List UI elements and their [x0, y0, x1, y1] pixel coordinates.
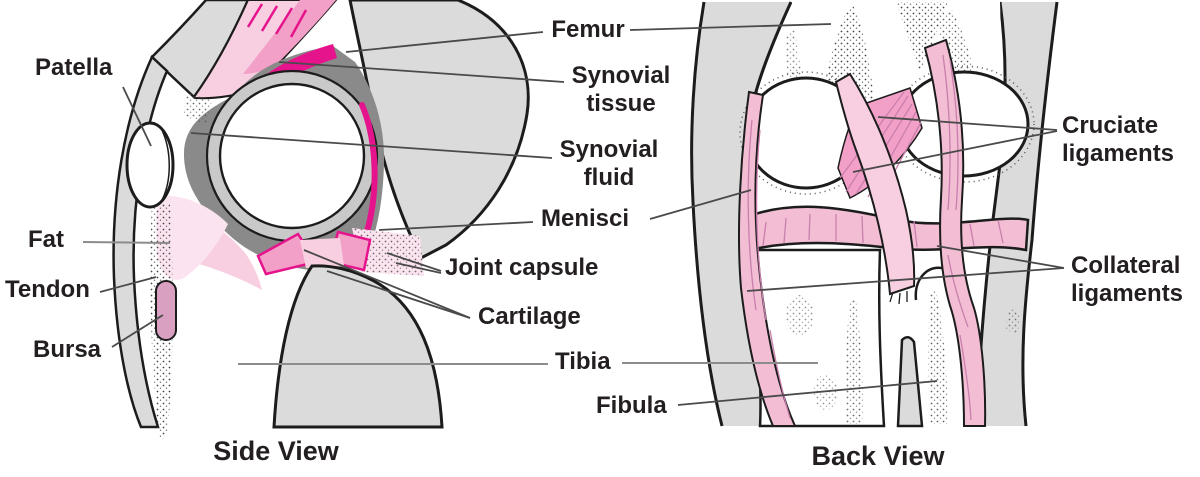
collateral-ligament-left: [738, 90, 797, 427]
quadriceps-magenta-streaks: [246, 3, 308, 38]
femoral-condyle: [218, 82, 366, 230]
label-collateral-ligaments: Collateral ligaments: [1071, 252, 1184, 307]
femur-stipple-peak-left: [822, 4, 874, 100]
leader-joint-capsule-2: [395, 262, 442, 274]
leader-lines: [82, 23, 1065, 406]
label-femur: Femur: [551, 16, 625, 43]
label-synovial-fluid: Synovial fluid: [559, 136, 659, 191]
calf-stipple: [1006, 308, 1020, 334]
patella-cartilage-line: [160, 127, 170, 203]
tibia-stipple-blob1: [786, 295, 814, 335]
label-fat: Fat: [28, 226, 64, 253]
label-patella: Patella: [35, 54, 113, 81]
quad-insertion-stipple: [184, 92, 212, 124]
label-tibia: Tibia: [555, 348, 611, 375]
patella-shape: [125, 121, 175, 209]
leader-menisci-left: [378, 221, 534, 231]
femur-stipple-peak-right: [896, 2, 948, 72]
leader-cruciate-1: [877, 116, 1058, 131]
side-view-illustration: [112, 0, 530, 440]
leader-femur-left: [345, 31, 544, 53]
cruciate-ribbon: [834, 72, 916, 296]
leader-synovial-tissue: [278, 61, 565, 83]
leader-cartilage-1: [303, 249, 471, 319]
leader-fibula: [677, 380, 938, 406]
label-synovial-tissue: Synovial tissue: [571, 62, 671, 117]
caption-back-view: Back View: [811, 441, 945, 471]
leader-tendon: [99, 276, 157, 293]
leader-femur-right: [629, 23, 832, 31]
collateral-right-striations: [942, 54, 972, 421]
label-cruciate-ligaments: Cruciate ligaments: [1062, 112, 1175, 167]
leader-collateral-2: [746, 267, 1065, 292]
label-menisci: Menisci: [541, 205, 630, 232]
cruciate-ribbon-fray: [889, 291, 908, 305]
quadriceps-tendon-core: [243, 0, 336, 74]
leader-patella: [122, 86, 152, 147]
leader-cartilage-2: [326, 270, 471, 319]
bursa-shape: [155, 280, 177, 341]
leader-bursa: [111, 314, 164, 348]
tibia-side-shape: [272, 264, 444, 429]
label-joint-capsule: Joint capsule: [445, 254, 599, 281]
back-view-illustration: [690, 1, 1059, 428]
condyle-right-stipple: [893, 65, 1035, 183]
leader-cruciate-2: [852, 130, 1058, 173]
leader-synovial-fluid: [190, 132, 553, 159]
caption-side-view: Side View: [213, 436, 339, 466]
back-left-muscle-outer-line: [690, 1, 724, 427]
leader-collateral-1: [936, 245, 1065, 269]
fibula-stipple: [928, 290, 948, 424]
leader-joint-capsule-1: [386, 252, 442, 272]
collateral-ligament-right: [923, 38, 987, 427]
label-cartilage: Cartilage: [478, 303, 581, 330]
leader-fat: [82, 241, 171, 244]
fat-pad: [156, 195, 228, 280]
label-tendon: Tendon: [5, 276, 90, 303]
back-right-muscle: [978, 2, 1057, 426]
tibia-stipple-right: [845, 300, 863, 424]
back-right-muscle-outer-line: [1021, 1, 1059, 427]
fibula-head-outline: [914, 266, 943, 301]
joint-capsule-bottom: [300, 238, 344, 268]
label-bursa: Bursa: [33, 336, 102, 363]
tibiofibular-gap: [896, 336, 924, 428]
leader-menisci-right: [649, 189, 752, 220]
label-fibula: Fibula: [596, 392, 667, 419]
collateral-left-striations: [747, 119, 791, 419]
posterior-synovial-lining: [359, 102, 378, 238]
